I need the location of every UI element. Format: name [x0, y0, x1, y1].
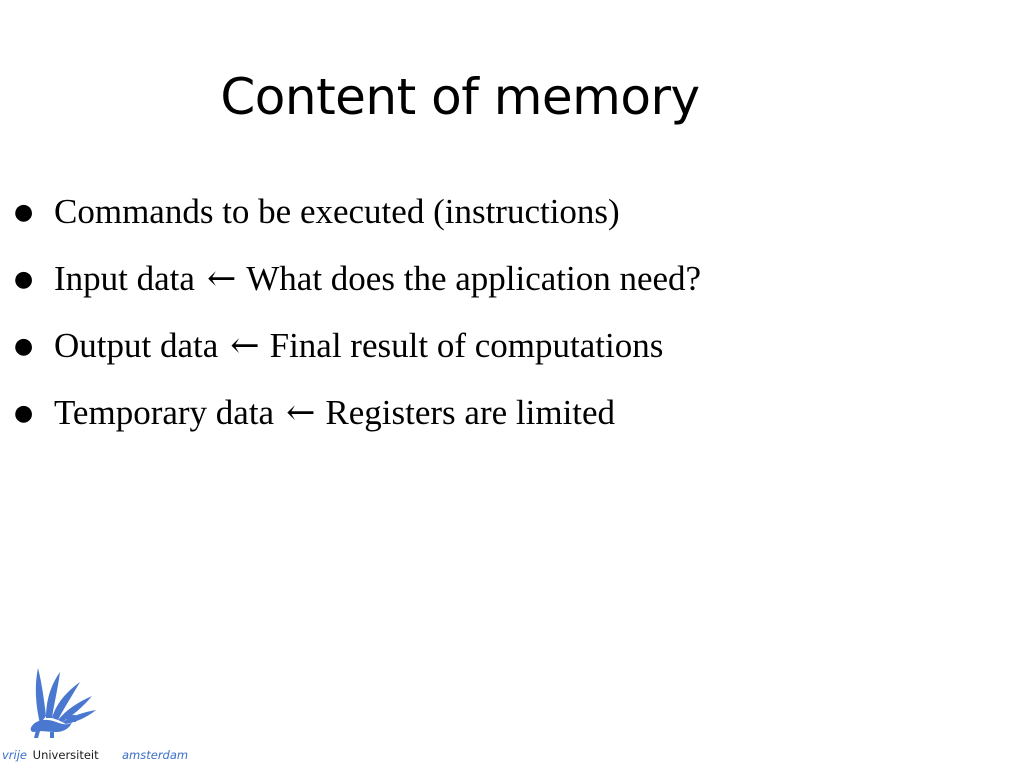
griffin-logo-icon [30, 668, 96, 738]
bullet-detail: What does the application need? [246, 259, 702, 298]
bullet-dot-icon: ● [14, 334, 34, 359]
bullet-item: ● Input data ← What does the application… [14, 259, 701, 326]
left-arrow-icon: ← [230, 326, 260, 366]
bullet-text: Output data [54, 326, 219, 365]
slide-title: Content of memory [220, 68, 700, 126]
bullet-dot-icon: ● [14, 401, 34, 426]
logo-universiteit: Universiteit [32, 748, 99, 762]
logo-wordmark: vrije Universiteit amsterdam [2, 748, 188, 762]
bullet-text: Input data [54, 259, 195, 298]
left-arrow-icon: ← [286, 393, 316, 433]
bullet-item: ● Output data ← Final result of computat… [14, 326, 701, 393]
bullet-item: ● Temporary data ← Registers are limited [14, 393, 701, 460]
bullet-text: Temporary data [54, 393, 275, 432]
bullet-dot-icon: ● [14, 200, 34, 225]
logo-amsterdam: amsterdam [122, 748, 189, 762]
left-arrow-icon: ← [206, 259, 237, 299]
bullet-detail: Registers are limited [325, 393, 616, 432]
bullet-detail: Final result of computations [269, 326, 664, 365]
bullet-dot-icon: ● [14, 267, 34, 292]
bullet-text: Commands to be executed (instructions) [54, 192, 620, 231]
bullet-item: ● Commands to be executed (instructions) [14, 192, 701, 259]
logo-vrije: vrije [2, 748, 27, 762]
university-logo: vrije Universiteit amsterdam [2, 666, 192, 766]
bullet-list: ● Commands to be executed (instructions)… [14, 192, 701, 460]
